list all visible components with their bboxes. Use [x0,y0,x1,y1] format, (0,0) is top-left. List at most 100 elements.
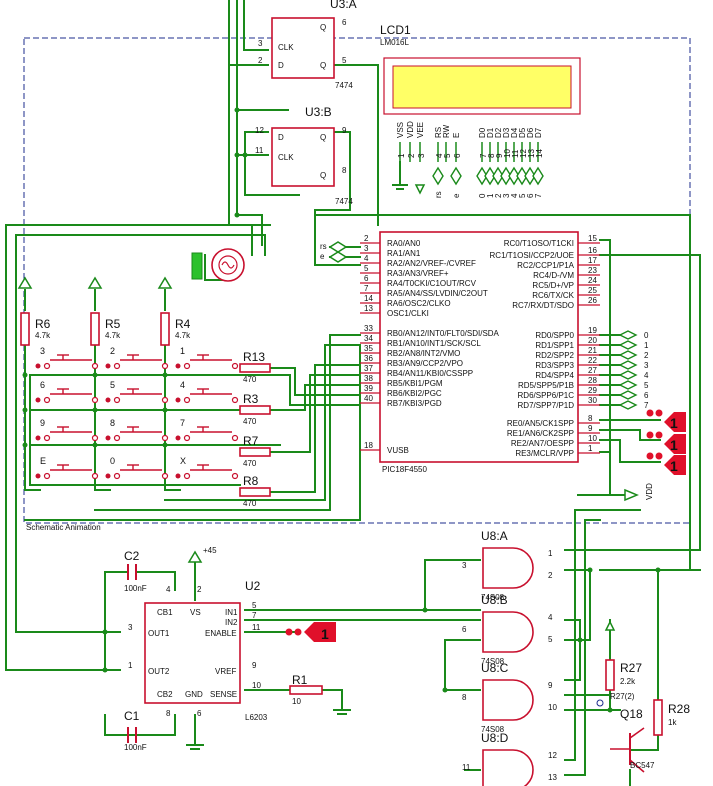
and-gate-u8-d[interactable]: U8:D74S08121311 [462,731,557,786]
lcd-pin-number: 11 [511,149,520,158]
dc-motor[interactable] [191,248,245,282]
mcu-left-pin-name: RB0/AN12/INT0/FLT0/SDI/SDA [387,329,500,338]
row-resistor[interactable] [239,487,271,497]
keypad-key-0[interactable]: 0 [105,456,169,480]
mcu-left-pin-num: 33 [364,324,373,333]
rd-probe-label: 1 [644,341,649,350]
keypad-key-label: 6 [40,380,45,390]
driver-label-vref: VREF [215,667,236,676]
lcd-pin-name: D7 [534,127,543,138]
driver-label-out2: OUT2 [148,667,170,676]
mcu-right-pin-num: 19 [588,326,597,335]
mcu-left-pin-num: 35 [364,344,373,353]
mcu-right-pin-num: 29 [588,386,597,395]
mcu-right-pin-name: RD0/SPP0 [535,331,574,340]
logic-markers[interactable]: 1 1 1 1 [285,409,687,643]
mcu-left-pin-num: 6 [364,274,369,283]
u3a-pin-q: 5 [342,56,347,65]
pullup-ref: R6 [35,317,51,331]
pic-mcu[interactable]: PIC18F4550 2RA0/AN03RA1/AN14RA2/AN2/VREF… [360,231,600,474]
driver-pin-2: 2 [197,585,202,594]
driver-u2[interactable]: U2 L6203 CB1 VS IN1 IN2 ENABLE OUT1 OUT2… [128,579,268,722]
mcu-left-pin-num: 4 [364,254,369,263]
lcd-data-probe [432,166,444,186]
driver-pin-10: 10 [252,681,261,690]
row-resistor[interactable] [239,363,271,373]
u3b-qbar-label: Q [320,171,326,180]
frame-title: Schematic Animation [26,523,101,532]
keypad-key-4[interactable]: 4 [175,380,239,404]
mcu-right-pin-name: RD6/SPP6/P1C [518,391,575,400]
row-resistor-ref: R13 [243,350,265,364]
keypad-key-label: E [40,456,46,466]
driver-pin-1: 1 [128,661,133,670]
keypad-key-label: 7 [180,418,185,428]
driver-pin-9: 9 [252,661,257,670]
lcd-pin-number: 9 [495,153,504,158]
mcu-left-pin-num: 3 [364,244,369,253]
driver-pin-7: 7 [252,611,257,620]
keypad-key-x[interactable]: X [175,456,239,480]
resistor-r27[interactable]: R27 2.2k R27(2) [596,620,642,707]
lcd-pin-name: VEE [416,122,425,138]
keypad-key-6[interactable]: 6 [35,380,99,404]
mcu-left-pin-name: RB1/AN10/INT1/SCK/SCL [387,339,481,348]
keypad-key-5[interactable]: 5 [105,380,169,404]
lcd-pin-name: D5 [518,127,527,138]
keypad-key-7[interactable]: 7 [175,418,239,442]
lcd-pin-name: D4 [510,127,519,138]
rd-probe-label: 5 [644,381,649,390]
gate-pin-b: 13 [548,773,557,782]
keypad-key-1[interactable]: 1 [175,346,239,370]
pullup-resistor[interactable] [160,312,170,346]
flipflop-u3b[interactable]: U3:B 7474 D CLK Q Q 12 11 9 8 [255,105,353,206]
logic-state-0-text: 1 [670,415,678,431]
u3b-q-label: Q [320,133,326,142]
capacitor-c1[interactable]: C1 100nF [104,709,176,752]
driver-part: L6203 [245,713,268,722]
c2-ref: C2 [124,549,140,563]
driver-pin-11: 11 [252,623,261,632]
logic-state-3-text: 1 [321,626,329,642]
mcu-right-pin-num: 1 [588,444,593,453]
pullup-resistor[interactable] [20,312,30,346]
lcd-bottom-label: 0 [478,193,487,198]
mcu-left-pin-num: 14 [364,294,373,303]
lcd-data-probe [516,166,528,186]
u3a-q-label: Q [320,61,326,70]
pullup-value: 4.7k [105,331,121,340]
lcd-data-probe [484,166,496,186]
gate-ref: U8:A [481,529,508,543]
flipflop-u3a[interactable]: U3:A 7474 CLK D Q Q 3 2 5 6 [258,0,357,90]
lcd-display[interactable]: LCD1 LM016L VSS1VDD2VEE3RS4RW5E6D07D18D2… [380,23,581,198]
lcd-bottom-label: 4 [510,193,519,198]
transistor-q18[interactable]: Q18 BC547 [610,707,655,773]
pullup-resistor[interactable] [90,312,100,346]
lcd-bottom-label: 7 [534,193,543,198]
row-resistor[interactable] [239,447,271,457]
keypad-key-3[interactable]: 3 [35,346,99,370]
vcc-arrow [157,276,173,289]
mcu-right-pin-name: RC7/RX/DT/SDO [512,301,574,310]
keypad-key-2[interactable]: 2 [105,346,169,370]
mcu-right-pin-name: RD4/SPP4 [535,371,574,380]
u3a-part: 7474 [335,81,353,90]
row-resistor[interactable] [239,405,271,415]
resistor-r28[interactable]: R28 1k [653,699,690,736]
rd-probe-diamond [618,380,638,390]
c1-value: 100nF [124,743,147,752]
mcu-right-pin-num: 8 [588,414,593,423]
mcu-left-pin-name: RA4/T0CKI/C1OUT/RCV [387,279,477,288]
capacitor-c2[interactable]: C2 100nF [104,549,176,593]
keypad-key-9[interactable]: 9 [35,418,99,442]
keypad-key-e[interactable]: E [35,456,99,480]
lcd-pin-name: D0 [478,127,487,138]
resistor-r1[interactable]: R1 10 [289,673,323,706]
gate-ref: U8:D [481,731,509,745]
lcd-pin-name: D2 [494,127,503,138]
keypad-key-8[interactable]: 8 [105,418,169,442]
